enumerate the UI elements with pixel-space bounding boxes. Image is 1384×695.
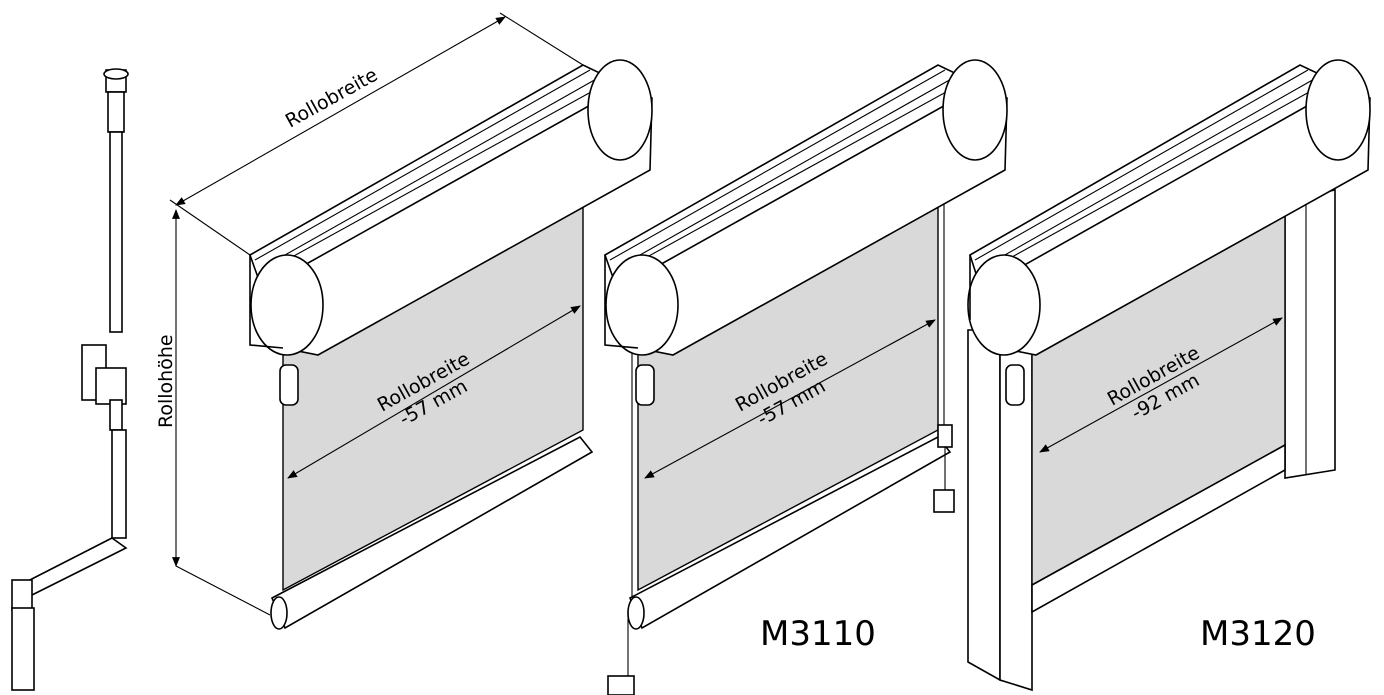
model-m3120-label: M3120 (1200, 614, 1316, 654)
height-label: Rollohöhe (155, 334, 177, 428)
shade3-end-cap (967, 254, 1041, 356)
shade2-end-cap (605, 254, 679, 356)
shade3-left-rail (967, 329, 1001, 682)
top-width-label: Rollobreite (282, 64, 382, 133)
roller-shade-1 (249, 59, 653, 630)
model-m3110-label: M3110 (760, 614, 876, 654)
shade3-right-rail (1284, 189, 1336, 479)
shade1-end-cap (250, 254, 324, 356)
shade3-bottom-bar (1031, 443, 1286, 614)
crank-rod (11, 68, 129, 691)
